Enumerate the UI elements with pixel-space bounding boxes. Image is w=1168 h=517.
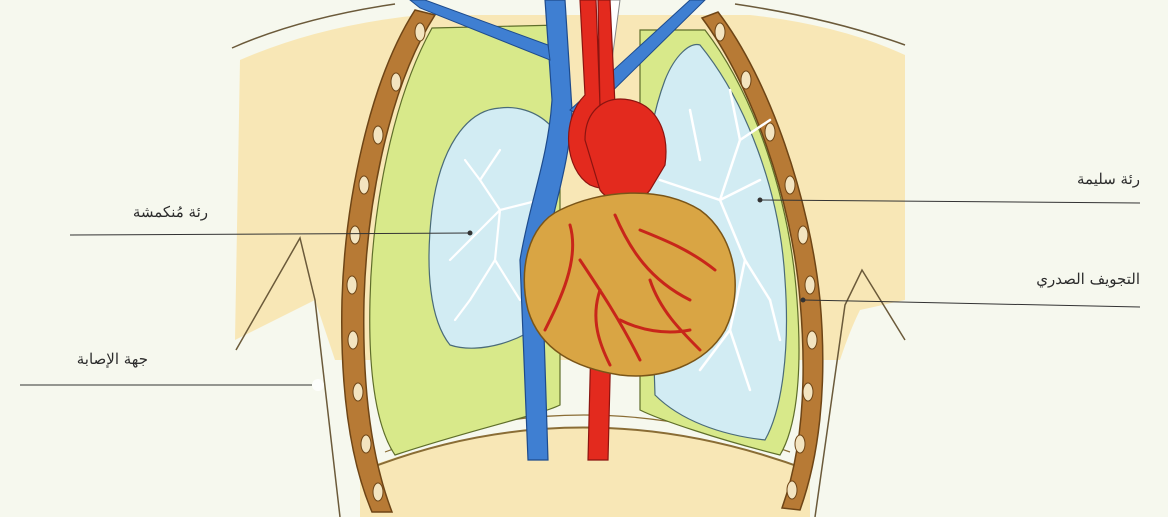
label-healthy-lung: رئة سليمة bbox=[1010, 172, 1140, 187]
label-chest-cavity: التجويف الصدري bbox=[950, 272, 1140, 287]
heart bbox=[524, 193, 735, 376]
injury-site-marker bbox=[312, 379, 324, 391]
label-injury-side: جهة الإصابة bbox=[18, 352, 148, 367]
label-collapsed-lung: رئة مُنكمشة bbox=[68, 205, 208, 220]
